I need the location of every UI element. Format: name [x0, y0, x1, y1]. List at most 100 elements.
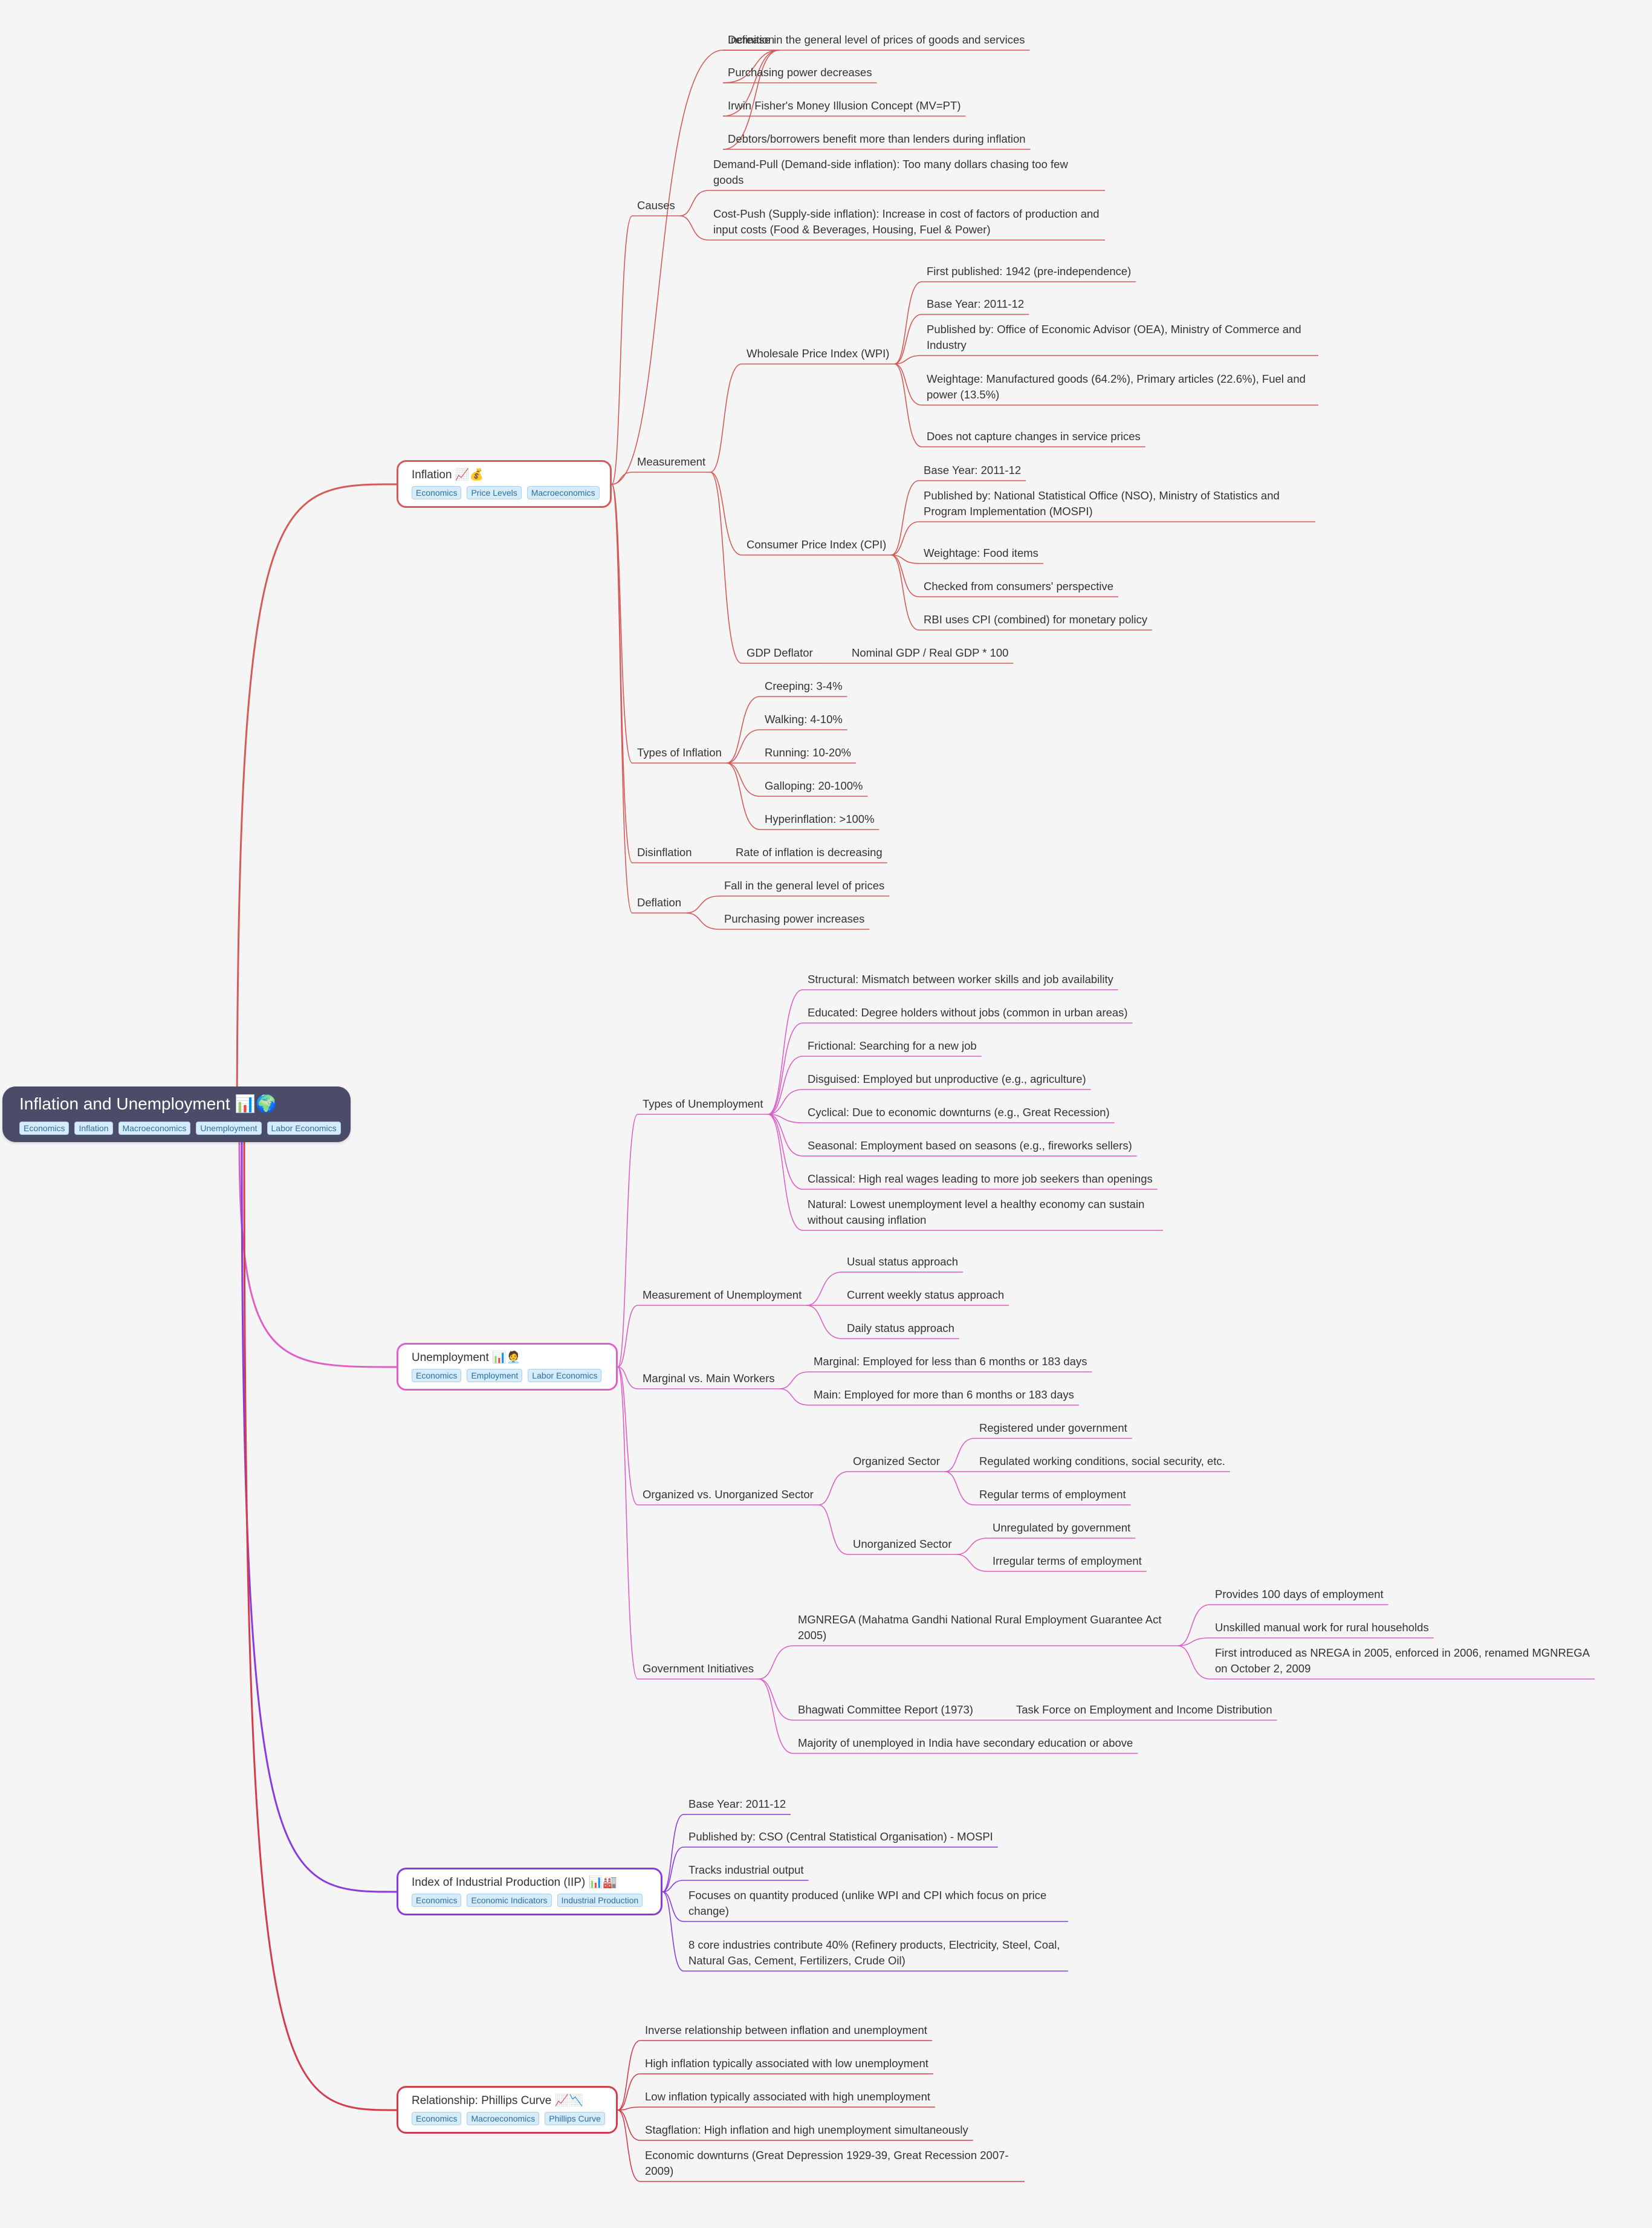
mindmap-node[interactable]: Fall in the general level of prices [724, 879, 885, 892]
connector-line [944, 1471, 975, 1505]
mindmap-node[interactable]: Base Year: 2011-12 [924, 464, 1022, 476]
mindmap-node[interactable]: Causes [637, 199, 675, 212]
connector-line [617, 2040, 641, 2111]
mindmap-node[interactable]: Government Initiatives [643, 1662, 754, 1675]
branch-unemployment[interactable]: Unemployment 📊🧑‍💼 Economics Employment L… [397, 1343, 618, 1391]
mindmap-node[interactable]: Published by: Office of Economic Advisor… [927, 323, 1301, 351]
mindmap-node[interactable]: Educated: Degree holders without jobs (c… [808, 1006, 1128, 1019]
mindmap-node[interactable]: Marginal vs. Main Workers [643, 1372, 775, 1385]
connector-line [662, 1814, 684, 1892]
connector-line [894, 281, 922, 365]
connector-line [818, 1504, 849, 1555]
mindmap-node[interactable]: Marginal: Employed for less than 6 month… [814, 1355, 1087, 1368]
mindmap-node[interactable]: Weightage: Manufactured goods (64.2%), P… [927, 372, 1306, 401]
mindmap-node[interactable]: Types of Inflation [637, 746, 722, 759]
branch-phillips-curve[interactable]: Relationship: Phillips Curve 📈📉 Economic… [397, 2086, 618, 2134]
mindmap-node[interactable]: Frictional: Searching for a new job [808, 1039, 977, 1052]
tag: Economics [412, 1894, 462, 1907]
mindmap-node[interactable]: Galloping: 20-100% [765, 779, 863, 792]
mindmap-node[interactable]: Measurement [637, 455, 706, 468]
connector-line [768, 1114, 803, 1157]
mindmap-node[interactable]: Organized Sector [853, 1455, 940, 1467]
mindmap-node[interactable]: Focuses on quantity produced (unlike WPI… [688, 1889, 1047, 1917]
mindmap-node[interactable]: Definition [728, 33, 775, 46]
mindmap-node[interactable]: Disinflation [637, 846, 692, 859]
mindmap-node[interactable]: First published: 1942 (pre-independence) [927, 265, 1132, 278]
mindmap-node[interactable]: High inflation typically associated with… [645, 2057, 928, 2070]
connector-line [891, 521, 919, 556]
mindmap-node[interactable]: Majority of unemployed in India have sec… [798, 1736, 1133, 1749]
connector-line [1177, 1637, 1211, 1646]
mindmap-node[interactable]: Rate of inflation is decreasing [736, 846, 883, 859]
branch-inflation[interactable]: Inflation 📈💰 Economics Price Levels Macr… [397, 460, 612, 508]
connector-line [891, 554, 919, 631]
mindmap-node[interactable]: Current weekly status approach [847, 1288, 1005, 1301]
mindmap-node[interactable]: Unskilled manual work for rural househol… [1215, 1621, 1429, 1634]
mindmap-node[interactable]: Regulated working conditions, social sec… [979, 1455, 1225, 1467]
mindmap-node[interactable]: Tracks industrial output [688, 1863, 804, 1876]
mindmap-node[interactable]: Classical: High real wages leading to mo… [808, 1172, 1153, 1185]
mindmap-node[interactable]: Measurement of Unemployment [643, 1288, 802, 1301]
mindmap-node[interactable]: Base Year: 2011-12 [688, 1798, 786, 1810]
mindmap-node[interactable]: Walking: 4-10% [765, 713, 843, 726]
root-node[interactable]: Inflation and Unemployment 📊🌍 Economics … [2, 1086, 351, 1142]
mindmap-node[interactable]: Purchasing power increases [724, 912, 865, 925]
mindmap-node[interactable]: Published by: CSO (Central Statistical O… [688, 1830, 993, 1843]
mindmap-node[interactable]: Disguised: Employed but unproductive (e.… [808, 1073, 1086, 1085]
mindmap-node[interactable]: Task Force on Employment and Income Dist… [1016, 1703, 1272, 1716]
tag: Economics [412, 2112, 462, 2125]
connector-line [710, 472, 742, 556]
mindmap-node[interactable]: Checked from consumers' perspective [924, 580, 1114, 593]
mindmap-node[interactable]: Weightage: Food items [924, 547, 1038, 559]
mindmap-node[interactable]: Economic downturns (Great Depression 192… [645, 2149, 1009, 2177]
connector-line [768, 989, 803, 1115]
mindmap-node[interactable]: GDP Deflator [747, 646, 813, 659]
connector-line [722, 50, 780, 117]
mindmap-node[interactable]: Consumer Price Index (CPI) [747, 538, 887, 551]
mindmap-node[interactable]: Increase in the general level of prices … [728, 33, 1025, 46]
mindmap-node[interactable]: Does not capture changes in service pric… [927, 430, 1141, 443]
mindmap-node[interactable]: Purchasing power decreases [728, 66, 872, 79]
mindmap-node[interactable]: Regular terms of employment [979, 1488, 1126, 1501]
mindmap-node[interactable]: Running: 10-20% [765, 746, 851, 759]
mindmap-node[interactable]: Provides 100 days of employment [1215, 1588, 1384, 1600]
mindmap-node[interactable]: MGNREGA (Mahatma Gandhi National Rural E… [798, 1613, 1162, 1642]
mindmap-node[interactable]: Wholesale Price Index (WPI) [747, 347, 890, 360]
mindmap-node[interactable]: First introduced as NREGA in 2005, enfor… [1215, 1646, 1590, 1675]
mindmap-node[interactable]: Demand-Pull (Demand-side inflation): Too… [713, 158, 1068, 186]
mindmap-node[interactable]: Stagflation: High inflation and high une… [645, 2123, 968, 2136]
mindmap-node[interactable]: RBI uses CPI (combined) for monetary pol… [924, 613, 1148, 626]
mindmap-node[interactable]: Inverse relationship between inflation a… [645, 2024, 927, 2036]
mindmap-node[interactable]: Natural: Lowest unemployment level a hea… [808, 1198, 1145, 1226]
mindmap-node[interactable]: Hyperinflation: >100% [765, 813, 875, 825]
mindmap-node[interactable]: Registered under government [979, 1421, 1127, 1434]
connector-line [243, 1142, 397, 2111]
mindmap-node[interactable]: Irwin Fisher's Money Illusion Concept (M… [728, 99, 961, 112]
mindmap-node[interactable]: Debtors/borrowers benefit more than lend… [728, 132, 1026, 145]
mindmap-node[interactable]: Base Year: 2011-12 [927, 297, 1025, 310]
mindmap-node[interactable]: Seasonal: Employment based on seasons (e… [808, 1139, 1132, 1152]
mindmap-node[interactable]: Published by: National Statistical Offic… [924, 489, 1280, 518]
mindmap-node[interactable]: Organized vs. Unorganized Sector [643, 1488, 814, 1501]
mindmap-node[interactable]: 8 core industries contribute 40% (Refine… [688, 1938, 1060, 1967]
mindmap-node[interactable]: Irregular terms of employment [993, 1554, 1142, 1567]
mindmap-node[interactable]: Unregulated by government [993, 1521, 1131, 1534]
connector-line [617, 2109, 641, 2141]
mindmap-node[interactable]: Deflation [637, 896, 682, 909]
mindmap-node[interactable]: Main: Employed for more than 6 months or… [814, 1388, 1074, 1401]
tag-economics: Economics [19, 1122, 70, 1135]
connector-line [768, 1114, 803, 1123]
mindmap-node[interactable]: Low inflation typically associated with … [645, 2090, 931, 2103]
mindmap-node[interactable]: Usual status approach [847, 1255, 959, 1268]
mindmap-node[interactable]: Nominal GDP / Real GDP * 100 [852, 646, 1009, 659]
mindmap-node[interactable]: Cost-Push (Supply-side inflation): Incre… [713, 207, 1100, 236]
connector-line [891, 480, 919, 556]
mindmap-node[interactable]: Unorganized Sector [853, 1538, 952, 1550]
mindmap-node[interactable]: Structural: Mismatch between worker skil… [808, 973, 1113, 986]
mindmap-node[interactable]: Creeping: 3-4% [765, 680, 843, 692]
mindmap-node[interactable]: Cyclical: Due to economic downturns (e.g… [808, 1106, 1110, 1119]
branch-iip[interactable]: Index of Industrial Production (IIP) 📊🏭 … [397, 1868, 662, 1915]
mindmap-node[interactable]: Bhagwati Committee Report (1973) [798, 1703, 973, 1716]
mindmap-node[interactable]: Types of Unemployment [643, 1097, 763, 1110]
mindmap-node[interactable]: Daily status approach [847, 1322, 954, 1334]
